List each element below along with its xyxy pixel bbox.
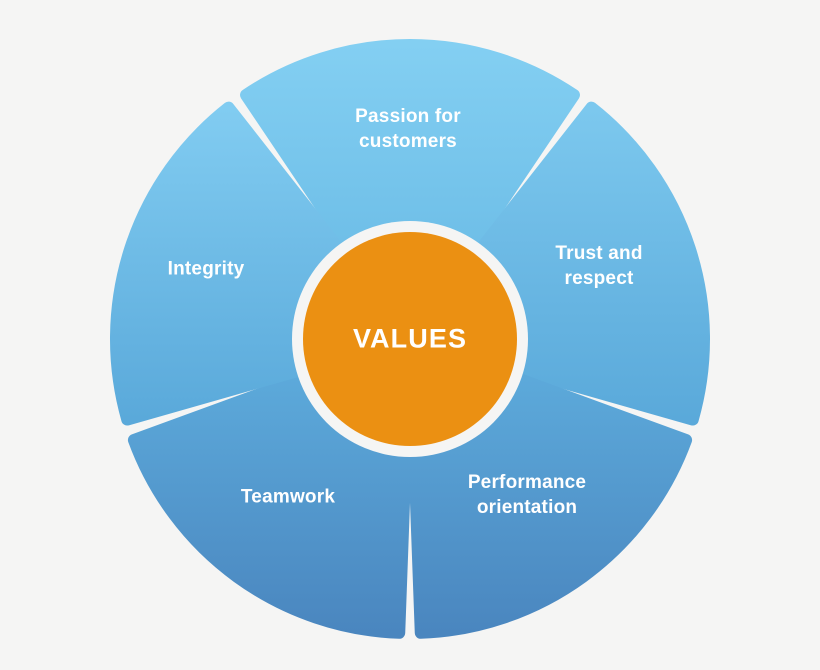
hub-circle[interactable]: [303, 232, 517, 446]
